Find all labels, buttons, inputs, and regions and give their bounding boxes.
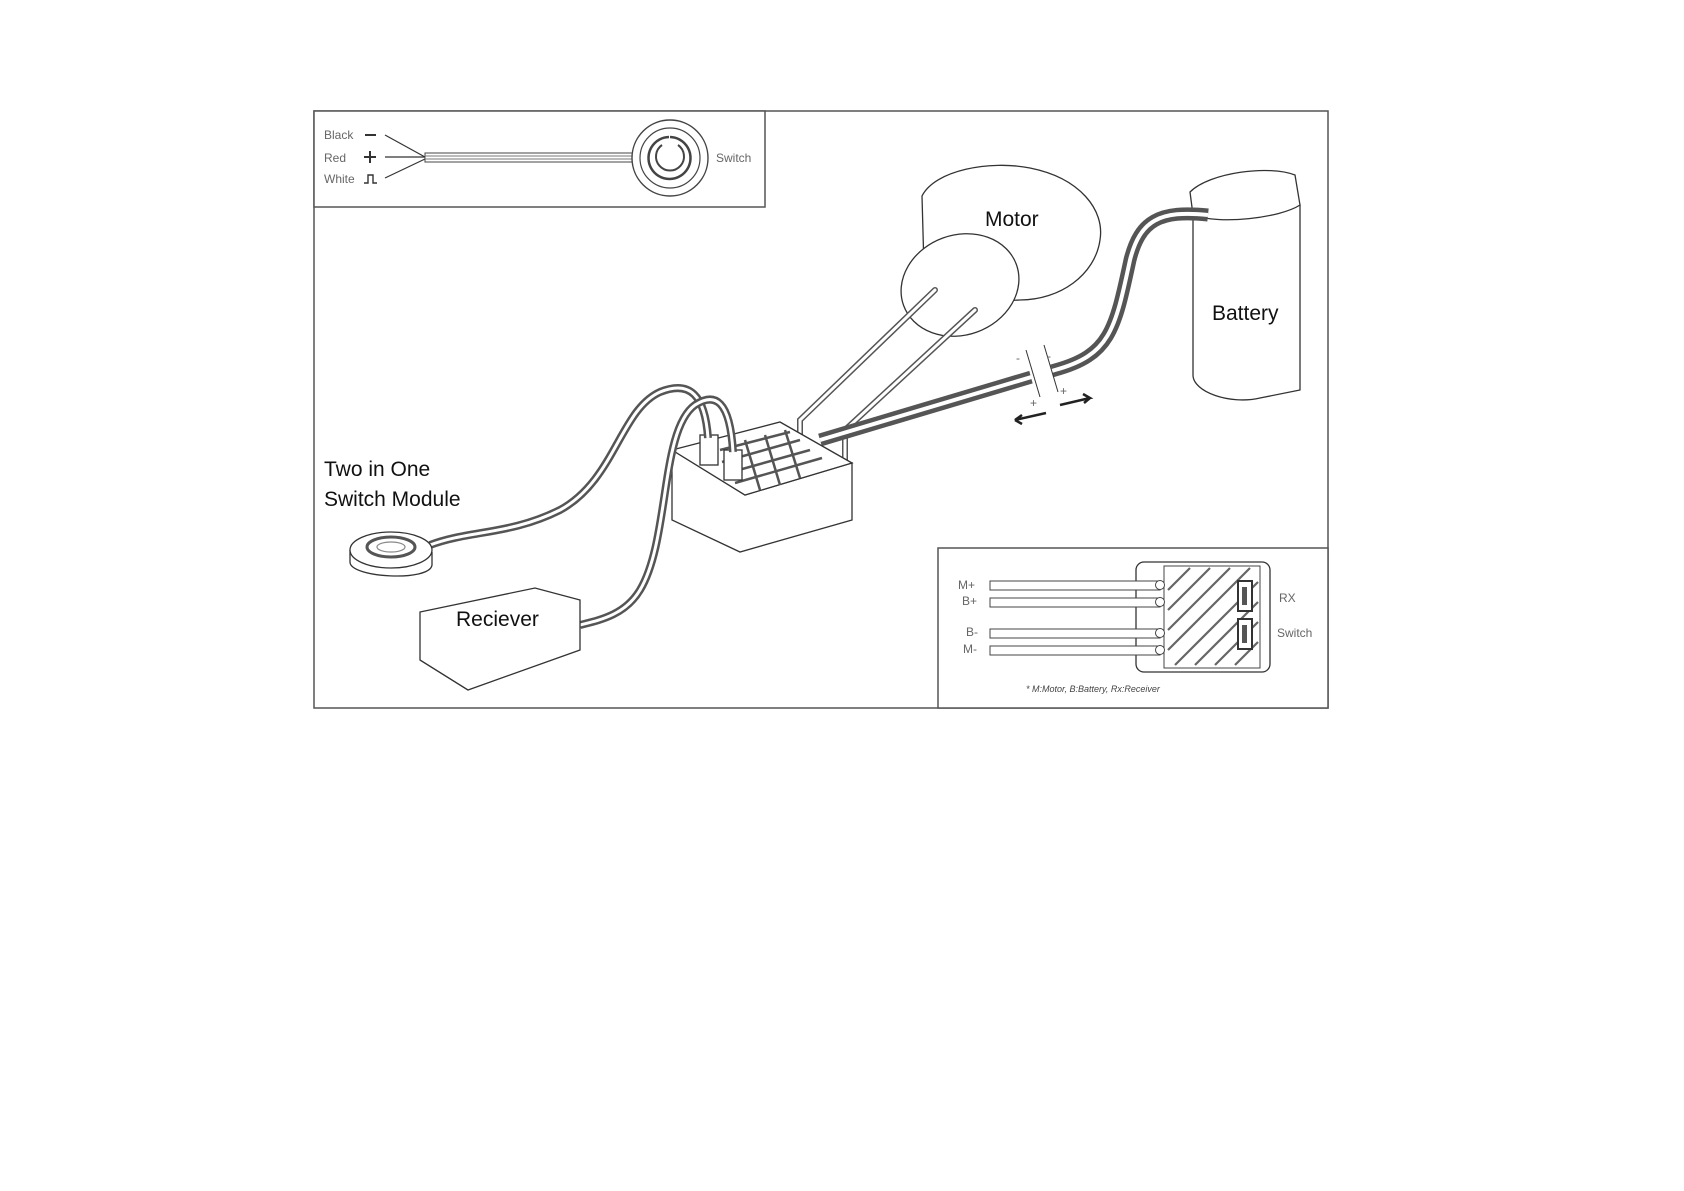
inset-label-white: White <box>324 172 355 186</box>
switch-puck-icon <box>632 120 708 196</box>
label-motor: Motor <box>985 208 1039 231</box>
battery-icon <box>1190 170 1300 399</box>
esc-pinout-inset: M+ B+ B- M- RX Switch * M <box>938 548 1328 708</box>
label-switch-module-line2: Switch Module <box>324 488 461 511</box>
switch-module-icon <box>350 532 432 576</box>
label-receiver: Reciever <box>456 608 539 631</box>
inset-label-red: Red <box>324 151 346 165</box>
inset-label-black: Black <box>324 128 354 142</box>
battery-minus-sign-2: - <box>1047 349 1051 363</box>
pin-label-b-minus: B- <box>966 625 978 639</box>
label-battery: Battery <box>1212 302 1279 325</box>
pinout-footnote: * M:Motor, B:Battery, Rx:Receiver <box>1026 684 1161 694</box>
battery-plus-sign: + <box>1030 396 1037 410</box>
switch-wiring-inset: Black Red White Switch <box>314 111 765 207</box>
pin-label-b-plus: B+ <box>962 594 977 608</box>
label-switch-module-line1: Two in One <box>324 458 430 481</box>
pin-label-m-plus: M+ <box>958 578 975 592</box>
port-label-switch: Switch <box>1277 626 1312 640</box>
battery-minus-sign: - <box>1016 351 1020 365</box>
port-label-rx: RX <box>1279 591 1296 605</box>
battery-plus-sign-2: + <box>1060 384 1067 398</box>
pin-label-m-minus: M- <box>963 642 977 656</box>
inset-switch-label: Switch <box>716 151 751 165</box>
